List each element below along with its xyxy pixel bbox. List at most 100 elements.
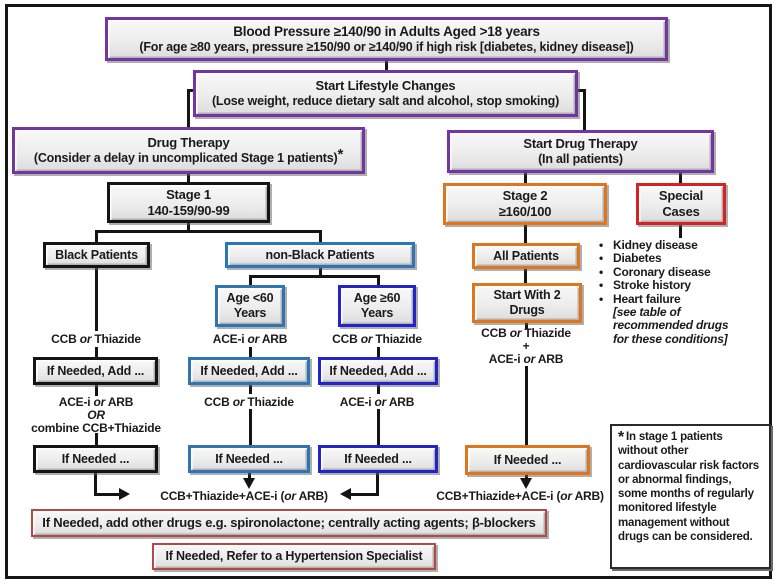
connector-line (95, 267, 98, 331)
bullet-icon: • (599, 291, 604, 306)
connector-line (524, 268, 527, 284)
if-needed-label: If Needed ... (344, 451, 412, 466)
list-item-label: Coronary disease (613, 264, 711, 279)
bullet-icon: • (599, 278, 604, 293)
node-if-needed-stage2: If Needed ... (465, 445, 590, 475)
if-needed-label: If Needed ... (215, 451, 283, 466)
node-drug-therapy-line1: Drug Therapy (147, 135, 230, 150)
node-if-needed-over60: If Needed ... (318, 445, 438, 473)
node-drug-therapy-line2: (Consider a delay in uncomplicated Stage… (33, 146, 344, 165)
connector-line (95, 433, 98, 446)
flowchart-outer-frame (5, 4, 772, 579)
connector-line (525, 472, 528, 480)
label-ccb-or-thiazide: CCB or Thiazide (204, 395, 294, 409)
node-if-needed-add-black: If Needed, Add ... (33, 357, 158, 385)
if-needed-add-label: If Needed, Add ... (200, 363, 298, 378)
connector-line (249, 384, 252, 394)
connector-line (249, 347, 252, 358)
connector-line (187, 222, 190, 232)
node-if-needed-add-under60: If Needed, Add ... (188, 357, 310, 385)
arrow-down-icon (243, 478, 255, 489)
connector-line (249, 275, 252, 286)
node-lifestyle-line1: Start Lifestyle Changes (315, 78, 456, 93)
connector-line (385, 60, 388, 71)
node-start-drug-therapy-line2: (In all patients) (538, 152, 623, 166)
connector-line (94, 472, 97, 496)
bullet-icon: • (599, 251, 604, 266)
node-stage2-line2: ≥160/100 (498, 204, 552, 219)
label-black-column-addons: ACE-i or ARB OR combine CCB+Thiazide (30, 396, 162, 435)
label-ccb-or-thiazide: CCB or Thiazide (51, 332, 141, 346)
node-age-under-60-line2: Years (233, 306, 267, 320)
footnote-text: In stage 1 patients without other cardio… (618, 431, 759, 544)
list-item-label: Diabetes (613, 251, 662, 266)
node-if-needed-under60: If Needed ... (188, 445, 310, 473)
node-age-over-60: Age ≥60 Years (338, 285, 416, 327)
connector-line (679, 224, 682, 238)
connector-line (94, 493, 120, 496)
connector-line (187, 89, 196, 92)
node-start-with-2-line2: Drugs (509, 303, 545, 317)
node-all-patients: All Patients (472, 243, 580, 269)
arrow-left-icon (340, 488, 351, 500)
if-needed-add-label: If Needed, Add ... (46, 363, 145, 378)
arrow-down-icon (520, 478, 532, 489)
list-item-label: Stroke history (613, 278, 691, 293)
label-two-drug-combo: CCB or Thiazide + ACE-i or ARB (465, 327, 587, 366)
connector-line (249, 275, 380, 278)
connector-line (525, 366, 528, 446)
if-needed-add-label: If Needed, Add ... (329, 363, 427, 378)
connector-line (377, 409, 380, 446)
node-blood-pressure-line2: (For age ≥80 years, pressure ≥150/90 or … (139, 40, 634, 54)
if-needed-label: If Needed ... (493, 452, 562, 467)
label-plus: + (522, 339, 530, 353)
node-if-needed-add-over60: If Needed, Add ... (318, 357, 438, 385)
node-stage2: Stage 2 ≥160/100 (443, 183, 607, 225)
node-non-black-patients: non-Black Patients (225, 242, 415, 268)
node-age-under-60-line1: Age <60 (226, 291, 274, 305)
connector-line (376, 472, 379, 496)
connector-line (319, 230, 322, 243)
node-if-needed-black: If Needed ... (33, 445, 158, 473)
label-ccb-or-thiazide: CCB or Thiazide (332, 332, 422, 346)
connector-line (95, 230, 322, 233)
connector-line (187, 89, 190, 128)
bullet-icon: • (599, 238, 604, 252)
list-item: • Heart failure (599, 291, 777, 306)
node-stage1-line1: Stage 1 (166, 186, 211, 202)
connector-line (524, 224, 527, 244)
connector-line (679, 172, 682, 184)
list-item: • Diabetes (599, 251, 777, 266)
node-start-drug-therapy-line1: Start Drug Therapy (523, 136, 638, 151)
node-start-drug-therapy: Start Drug Therapy (In all patients) (447, 130, 714, 173)
list-item: • Kidney disease (599, 238, 777, 252)
label-triple-combo: CCB+Thiazide+ACE-i (or ARB) (160, 489, 328, 503)
connector-line (95, 230, 98, 243)
list-item-label: Kidney disease (613, 238, 698, 252)
node-add-other-drugs: If Needed, add other drugs e.g. spironol… (31, 509, 547, 537)
connector-line (319, 267, 322, 277)
special-cases-list: • Kidney disease • Diabetes • Coronary dise… (599, 238, 777, 346)
connector-line (575, 89, 586, 92)
node-stage1-line2: 140-159/90-99 (147, 202, 230, 218)
connector-line (377, 347, 380, 358)
connector-line (95, 347, 98, 358)
node-all-patients-label: All Patients (493, 248, 559, 263)
node-special-cases-line1: Special (658, 188, 704, 203)
see-table-note-line: [see table of (613, 305, 681, 320)
list-item-label: Heart failure (613, 291, 681, 306)
if-needed-label: If Needed ... (61, 451, 130, 466)
node-age-under-60: Age <60 Years (215, 285, 285, 327)
label-ace-or-arb: ACE-i or ARB (339, 395, 415, 409)
label-ace-or-arb: ACE-i or ARB (212, 332, 288, 346)
connector-line (377, 275, 380, 286)
node-special-cases-line2: Cases (662, 204, 700, 219)
node-blood-pressure: Blood Pressure ≥140/90 in Adults Aged >1… (105, 17, 668, 61)
bullet-icon: • (599, 264, 604, 279)
list-item: • Stroke history (599, 278, 777, 293)
label-ace-or-arb: ACE-i or ARB (488, 352, 564, 366)
node-black-patients-label: Black Patients (55, 247, 138, 262)
node-start-with-2-line1: Start With 2 (493, 288, 561, 302)
label-ccb-or-thiazide: CCB or Thiazide (481, 326, 571, 340)
